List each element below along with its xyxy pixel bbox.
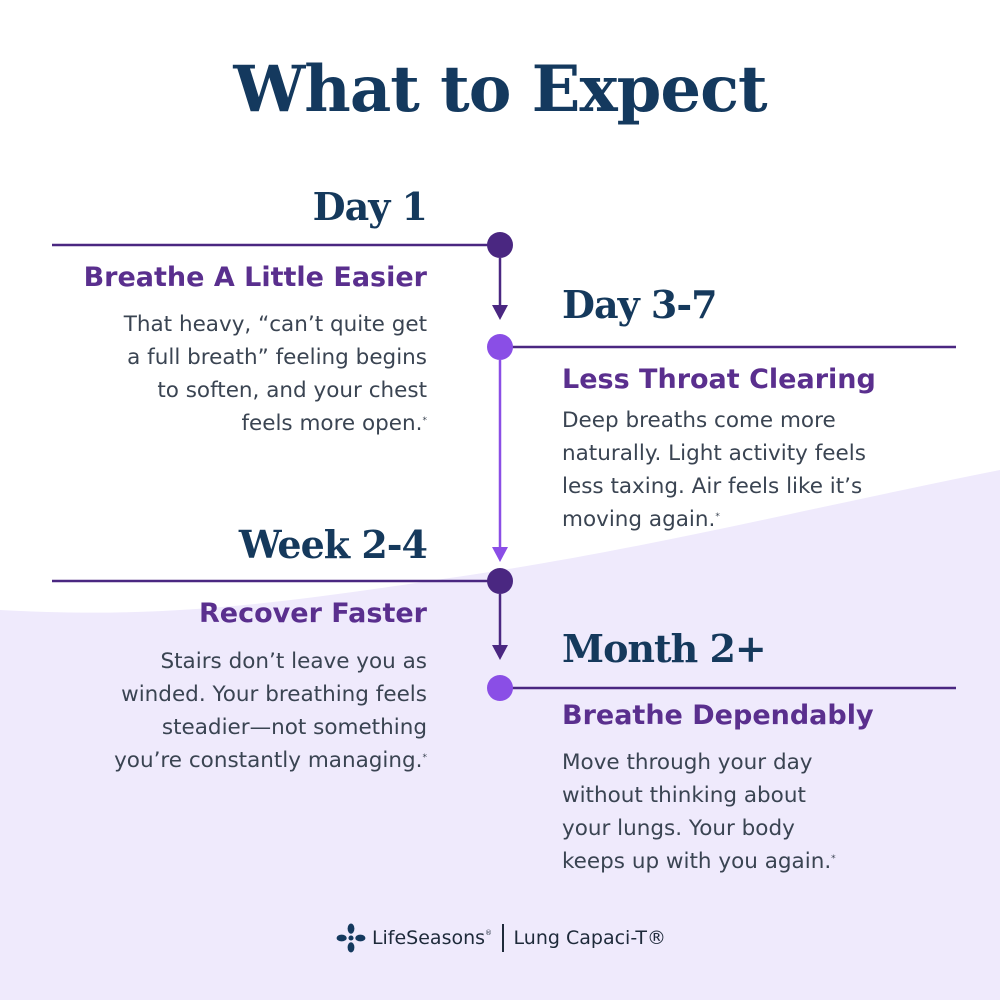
body-line: steadier—not something	[161, 715, 427, 740]
body-line: Move through your day	[562, 750, 813, 775]
footer: LifeSeasons® Lung Capaci-T®	[0, 918, 1000, 958]
body-line: to soften, and your chest	[157, 378, 427, 403]
body-line: winded. Your breathing feels	[121, 682, 427, 707]
milestone-period-day3-7: Day 3-7	[562, 282, 718, 327]
milestone-body-day1: That heavy, “can’t quite get a full brea…	[67, 308, 427, 440]
milestone-body-month2: Move through your day without thinking a…	[562, 746, 922, 878]
brand-logo: LifeSeasons®	[334, 921, 492, 955]
footnote-mark: *	[422, 416, 428, 426]
page-title: What to Expect	[233, 52, 767, 127]
milestone-body-week2-4: Stairs don’t leave you as winded. Your b…	[67, 645, 427, 777]
timeline-node-icon	[487, 334, 513, 360]
body-line: keeps up with you again.	[562, 849, 832, 874]
milestone-period-month2: Month 2+	[562, 626, 767, 671]
body-line: That heavy, “can’t quite get	[123, 312, 427, 337]
milestone-body-day3-7: Deep breaths come more naturally. Light …	[562, 404, 922, 536]
body-line: moving again.	[562, 507, 716, 532]
body-line: feels more open.	[241, 411, 423, 436]
milestone-headline-day3-7: Less Throat Clearing	[562, 364, 876, 395]
body-line: less taxing. Air feels like it’s	[562, 474, 863, 499]
arrow-down-icon	[492, 547, 508, 562]
body-line: a full breath” feeling begins	[127, 345, 427, 370]
arrow-down-icon	[492, 645, 508, 660]
milestone-headline-month2: Breathe Dependably	[562, 700, 874, 731]
footnote-mark: *	[422, 753, 428, 763]
timeline-node-icon	[487, 568, 513, 594]
body-line: without thinking about	[562, 783, 806, 808]
lifeseasons-logo-icon	[336, 923, 366, 953]
milestone-headline-day1: Breathe A Little Easier	[83, 262, 427, 293]
timeline-node-icon	[487, 232, 513, 258]
footnote-mark: *	[831, 854, 836, 864]
footnote-mark: *	[715, 512, 720, 522]
timeline-node-icon	[487, 675, 513, 701]
brand-name: LifeSeasons	[371, 927, 486, 949]
milestone-headline-week2-4: Recover Faster	[199, 598, 427, 629]
milestone-period-week2-4: Week 2-4	[238, 522, 428, 567]
body-line: Deep breaths come more	[562, 408, 836, 433]
body-line: naturally. Light activity feels	[562, 441, 866, 466]
brand-registered-mark: ®	[485, 929, 493, 937]
footer-divider	[502, 924, 504, 952]
product-name: Lung Capaci-T®	[513, 927, 667, 949]
arrow-down-icon	[492, 305, 508, 320]
milestone-period-day1: Day 1	[312, 184, 428, 229]
body-line: your lungs. Your body	[562, 816, 795, 841]
body-line: you’re constantly managing.	[114, 748, 423, 773]
body-line: Stairs don’t leave you as	[160, 649, 427, 674]
